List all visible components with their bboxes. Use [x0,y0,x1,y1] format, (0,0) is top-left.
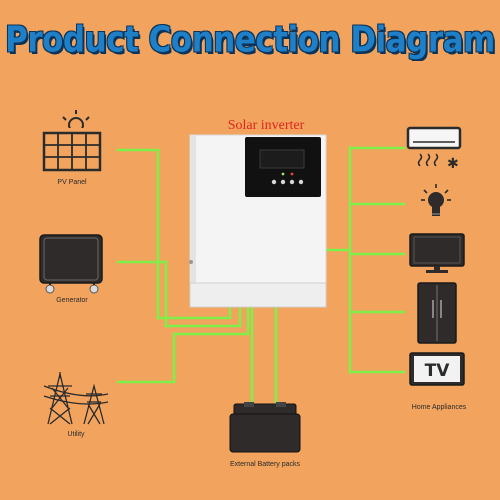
wires [116,146,406,412]
air-conditioner-icon: ✱ [406,126,462,172]
inverter-label: Solar inverter [227,118,305,133]
wire-pv-panel [116,148,232,320]
inverter-screen [259,149,305,169]
inverter-buttons [271,172,304,185]
inverter-screw-icon [189,260,193,264]
refrigerator-icon [417,282,457,344]
wire-utility [116,298,250,384]
battery-label: External Battery packs [229,461,301,468]
utility-label: Utility [67,431,85,438]
pv-panel-icon [42,110,102,172]
pv-panel-label: PV Panel [57,179,87,186]
diagram-title: Product Connection Diagram [5,19,495,61]
tv-icon: TV [409,352,465,386]
tv-text: TV [425,361,451,381]
generator-label: Generator [56,297,88,304]
inverter [189,134,327,308]
wire-generator [116,260,242,328]
home-appliances-label: Home Appliances [411,404,467,411]
generator-icon [39,234,103,294]
utility-tower-icon [43,372,109,425]
battery-icon [229,402,301,453]
svg-text:✱: ✱ [447,156,459,172]
light-bulb-icon [421,184,451,216]
monitor-icon [409,233,465,273]
